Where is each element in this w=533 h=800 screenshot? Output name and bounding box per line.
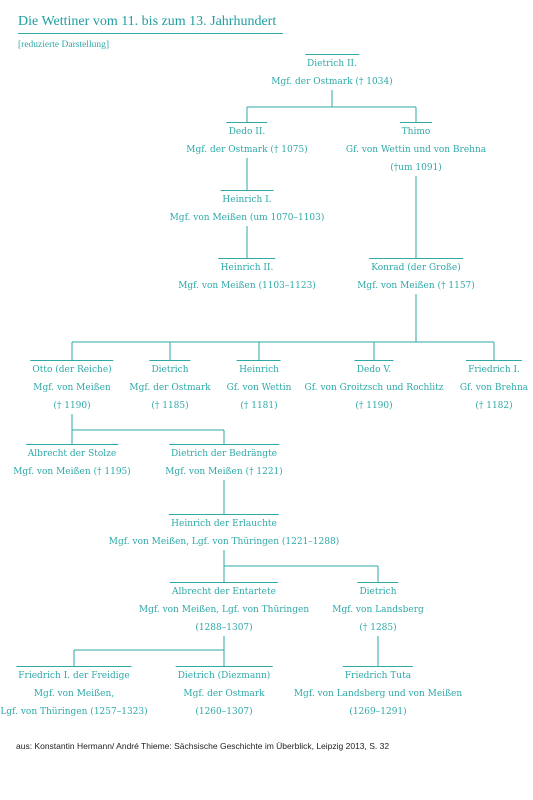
person-heinrich-erlauchte: Heinrich der Erlauchte Mgf. von Meißen, … xyxy=(109,514,339,551)
person-friedrich-tuta: Friedrich Tuta Mgf. von Landsberg und vo… xyxy=(294,666,462,721)
person-thimo: Thimo Gf. von Wettin und von Brehna (†um… xyxy=(346,122,486,177)
page-title: Die Wettiner vom 11. bis zum 13. Jahrhun… xyxy=(18,14,277,29)
person-heinrich-ii: Heinrich II. Mgf. von Meißen (1103–1123) xyxy=(178,258,316,295)
person-otto: Otto (der Reiche) Mgf. von Meißen († 119… xyxy=(30,360,114,415)
person-dedo-ii: Dedo II. Mgf. der Ostmark († 1075) xyxy=(186,122,308,159)
person-albrecht-stolze: Albrecht der Stolze Mgf. von Meißen († 1… xyxy=(13,444,131,481)
person-friedrich-freidige: Friedrich I. der Freidige Mgf. von Meiße… xyxy=(0,666,148,721)
page-subtitle: [reduzierte Darstellung] xyxy=(18,40,109,50)
person-dietrich-bedraengte: Dietrich der Bedrängte Mgf. von Meißen (… xyxy=(165,444,283,481)
person-heinrich-wettin: Heinrich Gf. von Wettin († 1181) xyxy=(227,360,291,415)
person-heinrich-i: Heinrich I. Mgf. von Meißen (um 1070–110… xyxy=(170,190,324,227)
person-dietrich-diezmann: Dietrich (Diezmann) Mgf. der Ostmark (12… xyxy=(175,666,273,721)
person-dietrich-ostmark: Dietrich Mgf. der Ostmark († 1185) xyxy=(129,360,211,415)
person-dedo-v: Dedo V. Gf. von Groitzsch und Rochlitz (… xyxy=(305,360,443,415)
source-citation: aus: Konstantin Hermann/ André Thieme: S… xyxy=(16,741,390,751)
title-underline xyxy=(18,33,283,34)
person-friedrich-i-brehna: Friedrich I. Gf. von Brehna († 1182) xyxy=(460,360,528,415)
person-albrecht-entartete: Albrecht der Entartete Mgf. von Meißen, … xyxy=(139,582,309,637)
person-konrad: Konrad (der Große) Mgf. von Meißen († 11… xyxy=(357,258,475,295)
person-dietrich-landsberg: Dietrich Mgf. von Landsberg († 1285) xyxy=(332,582,424,637)
person-dietrich-ii: Dietrich II. Mgf. der Ostmark († 1034) xyxy=(271,54,393,91)
